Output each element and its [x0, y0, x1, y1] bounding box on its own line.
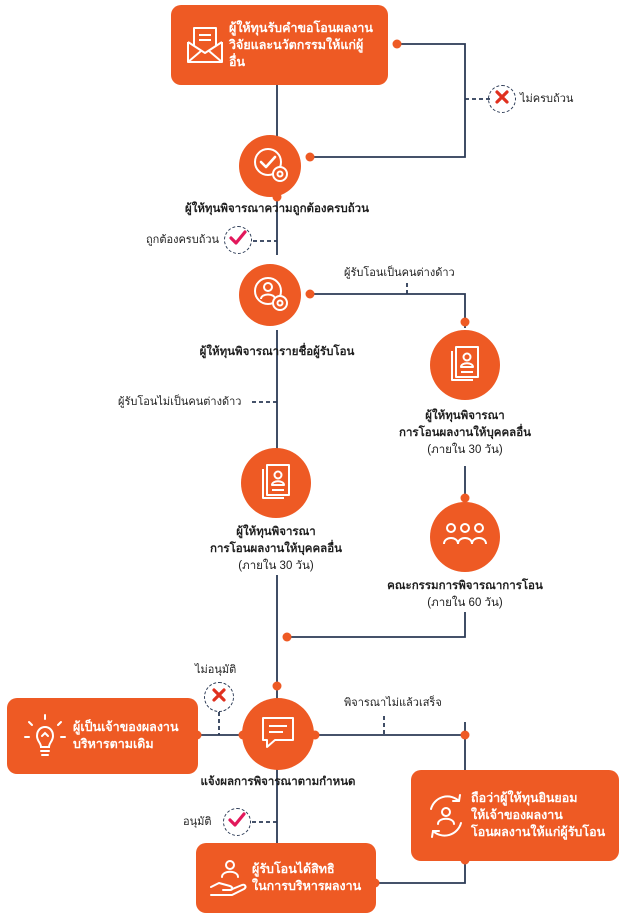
hand-person-icon	[206, 852, 252, 904]
consider-local-line-3: (ภายใน 30 วัน)	[238, 560, 314, 572]
notify-label: แจ้งผลการพิจารณาตามกำหนด	[200, 776, 356, 788]
recipient-rights-line-2: ในการบริหารผลงาน	[252, 879, 362, 893]
document-person-icon	[259, 462, 293, 505]
recipient-rights-line-1: ผู้รับโอนได้สิทธิ	[252, 862, 335, 876]
envelope-document-icon	[181, 20, 229, 70]
document-person-icon	[448, 344, 482, 387]
owner-keeps-line-1: ผู้เป็นเจ้าของผลงาน	[73, 720, 179, 734]
deemed-consent-line-1: ถือว่าผู้ให้ทุนยินยอม	[471, 791, 578, 805]
person-cycle-icon	[421, 786, 471, 846]
request-line-1: ผู้ให้ทุนรับคำขอโอนผลงาน	[229, 20, 373, 35]
committee-circle	[430, 502, 500, 572]
approved-check-mark	[223, 808, 251, 836]
complete-check-mark	[224, 226, 252, 254]
consider-foreign-label: ผู้ให้ทุนพิจารณา การโอนผลงานให้บุคคลอื่น…	[365, 408, 565, 459]
edge-label-approved: อนุมัติ	[183, 816, 212, 828]
chat-bubble-icon	[259, 714, 297, 755]
consider-foreign-line-1: ผู้ให้ทุนพิจารณา	[425, 410, 505, 422]
deemed-consent-box: ถือว่าผู้ให้ทุนยินยอม ให้เจ้าของผลงาน โอ…	[411, 770, 619, 861]
incomplete-x-mark	[488, 85, 516, 113]
x-icon	[211, 687, 227, 708]
lightbulb-icon	[17, 708, 73, 764]
edge-label-incomplete: ไม่ครบถ้วน	[520, 93, 574, 105]
edge-label-foreign: ผู้รับโอนเป็นคนต่างด้าว	[344, 267, 455, 279]
check-completeness-circle	[239, 135, 301, 197]
request-line-2: วิจัยและนวัตกรรมให้แก่ผู้อื่น	[229, 37, 364, 69]
edge-label-not-finished: พิจารณาไม่แล้วเสร็จ	[344, 697, 442, 709]
rejected-x-mark	[204, 682, 234, 712]
check-completeness-label: ผู้ให้ทุนพิจารณาความถูกต้องครบถ้วน	[184, 203, 369, 215]
consider-local-label: ผู้ให้ทุนพิจารณา การโอนผลงานให้บุคคลอื่น…	[176, 524, 376, 575]
deemed-consent-line-2: ให้เจ้าของผลงาน	[471, 808, 563, 822]
edge-label-rejected: ไม่อนุมัติ	[195, 664, 237, 676]
consider-foreign-circle	[430, 330, 500, 400]
consider-local-circle	[241, 448, 311, 518]
owner-keeps-line-2: บริหารตามเดิม	[73, 737, 154, 751]
x-icon	[494, 89, 510, 110]
notify-circle	[242, 698, 314, 770]
deemed-consent-line-3: โอนผลงานให้แก่ผู้รับโอน	[471, 825, 606, 839]
committee-label: คณะกรรมการพิจารณาการโอน (ภายใน 60 วัน)	[355, 578, 575, 612]
check-recipient-label: ผู้ให้ทุนพิจารณารายชื่อผู้รับโอน	[199, 346, 355, 358]
consider-local-line-2: การโอนผลงานให้บุคคลอื่น	[210, 543, 342, 555]
group-icon	[442, 520, 488, 555]
check-icon	[229, 229, 247, 251]
person-gear-icon	[250, 273, 290, 318]
consider-foreign-line-3: (ภายใน 30 วัน)	[427, 444, 503, 456]
check-icon	[228, 811, 246, 833]
check-gear-icon	[250, 144, 290, 189]
edge-label-complete: ถูกต้องครบถ้วน	[146, 234, 220, 246]
check-recipient-circle	[239, 264, 301, 326]
consider-local-line-1: ผู้ให้ทุนพิจารณา	[236, 526, 316, 538]
recipient-rights-box: ผู้รับโอนได้สิทธิ ในการบริหารผลงาน	[196, 843, 376, 913]
request-box: ผู้ให้ทุนรับคำขอโอนผลงาน วิจัยและนวัตกรร…	[171, 5, 388, 85]
consider-foreign-line-2: การโอนผลงานให้บุคคลอื่น	[399, 427, 531, 439]
owner-keeps-box: ผู้เป็นเจ้าของผลงาน บริหารตามเดิม	[7, 698, 198, 774]
committee-line-1: คณะกรรมการพิจารณาการโอน	[387, 580, 543, 592]
edge-label-not-foreign: ผู้รับโอนไม่เป็นคนต่างด้าว	[118, 396, 242, 408]
committee-line-2: (ภายใน 60 วัน)	[427, 597, 503, 609]
